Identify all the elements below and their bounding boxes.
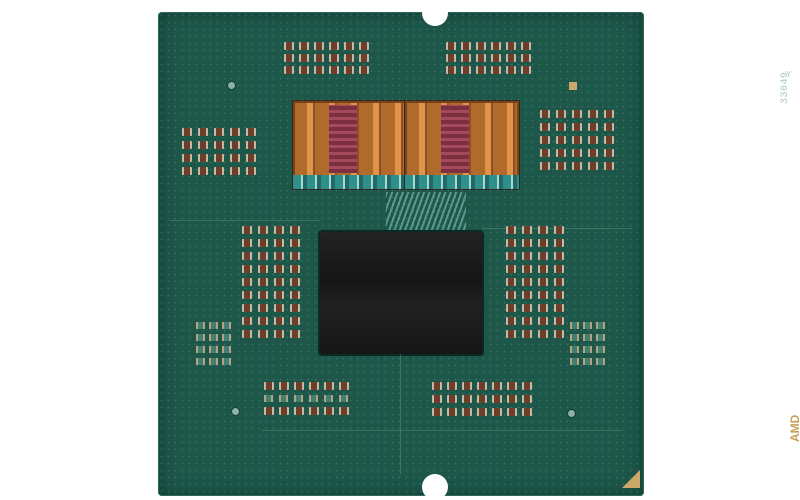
capacitor-array-left-upper [182, 128, 256, 175]
fiducial-via [568, 410, 575, 417]
top-notch [422, 0, 448, 26]
capacitor-array-right-core [506, 226, 564, 338]
ccd-io-band-left [293, 175, 407, 189]
fiducial-via [232, 408, 239, 415]
gold-pad-array-right [570, 322, 605, 365]
capacitor-array-top-left [284, 42, 369, 74]
capacitor-array-top-right [446, 42, 531, 74]
pin1-corner-marker [622, 470, 640, 488]
gold-pad-array-left [196, 322, 231, 365]
trace [262, 430, 622, 431]
ccd-io-band-right [405, 175, 519, 189]
capacitor-array-right-upper [540, 110, 614, 170]
io-die [320, 232, 482, 354]
ccd-die-right [404, 100, 520, 190]
serial-number: 33049 [780, 71, 791, 104]
interconnect-traces [386, 192, 466, 232]
trace [170, 220, 320, 221]
ccd-die-left [292, 100, 408, 190]
capacitor-array-bottom-right [432, 382, 532, 416]
ccd-cache-right [441, 105, 469, 173]
capacitor-array-bottom-left [264, 382, 349, 415]
ccd-cache-left [329, 105, 357, 173]
side-marker: Y [786, 70, 792, 80]
capacitor-array-left-core [242, 226, 300, 338]
trace [400, 354, 401, 474]
fiducial-via [228, 82, 235, 89]
fiducial-square [569, 82, 577, 90]
brand-logo: AMD [788, 414, 800, 442]
bottom-notch [422, 474, 448, 500]
